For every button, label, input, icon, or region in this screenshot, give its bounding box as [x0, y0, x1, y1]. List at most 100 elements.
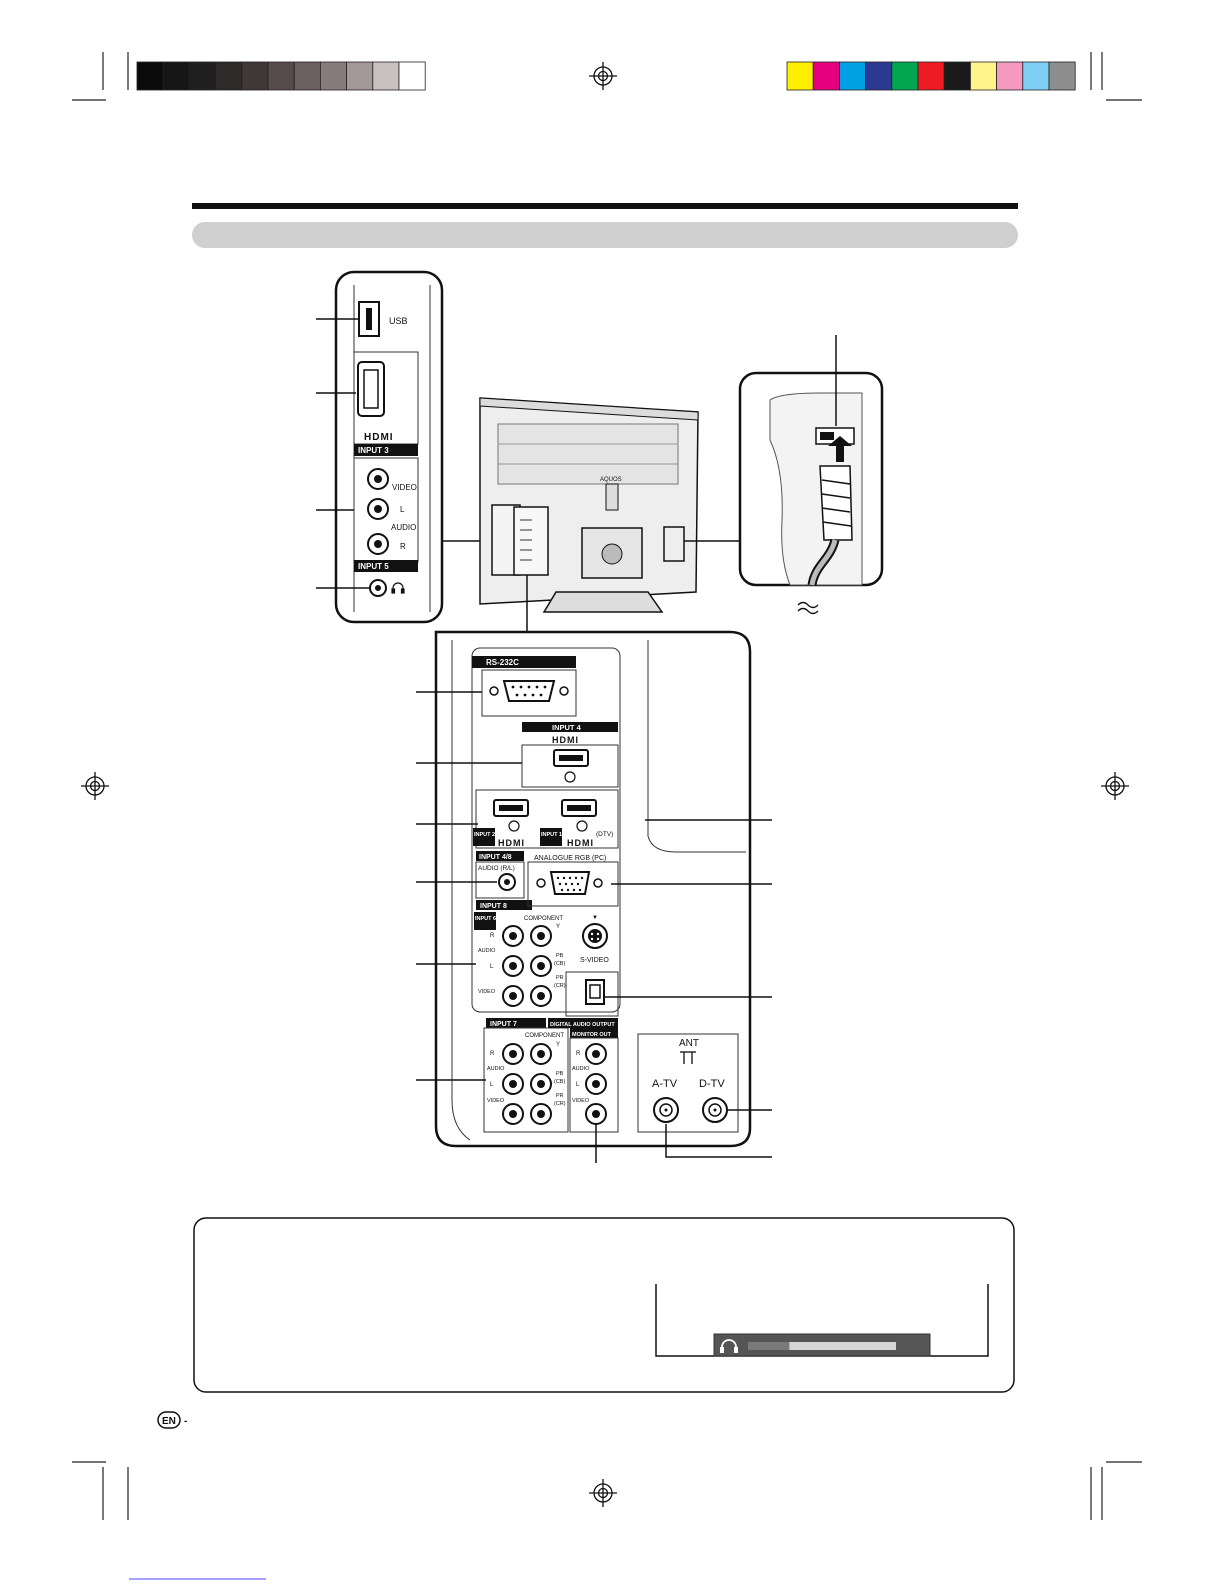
grayscale-swatch — [188, 61, 216, 91]
input7-y-label: Y — [556, 1042, 560, 1048]
color-swatch — [891, 61, 919, 91]
grayscale-swatch — [319, 61, 347, 91]
pc-audio-jack — [498, 873, 516, 891]
monitor-video-label: VIDEO — [572, 1098, 590, 1104]
input7-label: INPUT 7 — [490, 1021, 517, 1028]
volume-osd — [713, 1333, 931, 1357]
page-number-dash: - — [184, 1416, 187, 1427]
language-badge: EN — [157, 1411, 181, 1429]
input3-label: INPUT 3 — [358, 446, 389, 455]
input5-label: INPUT 5 — [358, 562, 389, 571]
input48-label: INPUT 4/8 — [479, 854, 512, 861]
input7-r-label: R — [490, 1051, 495, 1057]
input1-label: INPUT 1 — [541, 832, 562, 838]
input7-audio-r-jack — [502, 1043, 524, 1065]
grayscale-registration-bar — [136, 61, 426, 91]
analogue-rgb-label: ANALOGUE RGB (PC) — [534, 855, 606, 862]
audio-l-label: L — [400, 505, 405, 514]
input6-y-jack — [530, 925, 552, 947]
monitor-l-label: L — [576, 1082, 580, 1088]
monitor-out-label: MONITOR OUT — [572, 1032, 612, 1038]
input6-cb-label: (CB) — [554, 961, 565, 967]
input7-pr-label: PR — [556, 1093, 564, 1099]
headphone-icon — [391, 582, 405, 594]
crop-marks — [72, 52, 1142, 1520]
rear-terminal-panel: RS-232C INPUT 4 HDMI INPUT 2 HDMI INPUT … — [434, 630, 752, 1148]
grayscale-swatch — [136, 61, 164, 91]
tilde-icon — [797, 601, 819, 615]
dtv-antenna-jack — [702, 1097, 728, 1123]
registration-target-icon — [1101, 772, 1129, 800]
input7-pb-jack — [530, 1073, 552, 1095]
input6-audio-r-jack — [502, 925, 524, 947]
audio-label: AUDIO — [391, 523, 416, 532]
headphone-icon — [721, 1339, 737, 1352]
audio-r-label: R — [400, 542, 406, 551]
input6-r-label: R — [490, 933, 495, 939]
antenna-icon — [680, 1051, 696, 1064]
input6-l-label: L — [490, 964, 494, 970]
hdmi3-logo: HDMI — [364, 432, 394, 443]
digital-audio-output-label: DIGITAL AUDIO OUTPUT — [550, 1022, 615, 1028]
input7-cr-label: (CR) — [554, 1101, 566, 1107]
section-banner — [192, 222, 1018, 248]
grayscale-swatch — [398, 61, 426, 91]
language-badge-text: EN — [162, 1416, 176, 1427]
registration-target-icon — [589, 62, 617, 90]
audio-r-jack — [367, 533, 389, 555]
input6-pr-label: PR — [556, 975, 564, 981]
color-swatch — [917, 61, 945, 91]
input6-y-label: Y — [556, 924, 560, 930]
registration-target-icon — [589, 1479, 617, 1507]
video-jack — [367, 468, 389, 490]
input7-component-label: COMPONENT — [525, 1033, 564, 1039]
monitor-audio-l-jack — [585, 1073, 607, 1095]
color-registration-bar — [786, 61, 1076, 91]
input7-pr-jack — [530, 1103, 552, 1125]
volume-bar-track — [748, 1342, 896, 1350]
input6-video-jack — [502, 985, 524, 1007]
monitor-r-label: R — [576, 1051, 581, 1057]
tv-rear-illustration: AQUOS — [479, 397, 699, 613]
color-swatch — [839, 61, 867, 91]
tv-brand-label: AQUOS — [600, 477, 622, 483]
color-swatch — [943, 61, 971, 91]
ac-inlet-detail — [738, 335, 884, 587]
volume-bar-fill — [748, 1342, 790, 1350]
grayscale-swatch — [215, 61, 243, 91]
monitor-audio-label: AUDIO — [572, 1066, 590, 1072]
input6-audio-label: AUDIO — [478, 948, 496, 954]
input1-hdmi-logo: HDMI — [567, 838, 594, 848]
input6-pb-label: PB — [556, 953, 564, 959]
color-swatch — [970, 61, 998, 91]
input6-audio-l-jack — [502, 955, 524, 977]
grayscale-swatch — [241, 61, 269, 91]
input7-pb-label: PB — [556, 1071, 564, 1077]
input4-label: INPUT 4 — [552, 723, 582, 732]
input7-cb-label: (CB) — [554, 1079, 565, 1085]
note-box — [193, 1217, 1015, 1393]
input6-pr-jack — [530, 985, 552, 1007]
input6-label: INPUT 6 — [475, 916, 496, 922]
monitor-audio-r-jack — [585, 1043, 607, 1065]
input7-y-jack — [530, 1043, 552, 1065]
input1-dtv-label: (DTV) — [596, 831, 613, 838]
input7-l-label: L — [490, 1082, 494, 1088]
atv-antenna-jack — [653, 1097, 679, 1123]
rear-panel-callouts — [416, 691, 772, 1163]
input6-component-label: COMPONENT — [524, 916, 563, 922]
grayscale-swatch — [346, 61, 374, 91]
audio-l-jack — [367, 498, 389, 520]
rs232c-label: RS-232C — [486, 658, 519, 667]
input4-hdmi-logo: HDMI — [552, 735, 579, 745]
input8-label: INPUT 8 — [480, 903, 507, 910]
color-swatch — [865, 61, 893, 91]
ant-label: ANT — [679, 1038, 699, 1049]
input2-label: INPUT 2 — [474, 832, 495, 838]
color-swatch — [812, 61, 840, 91]
input6-video-label: VIDEO — [478, 989, 496, 995]
side-terminal-panel: USB HDMI INPUT 3 VIDEO L AUDIO R INPUT 5 — [334, 270, 444, 624]
input7-audio-label: AUDIO — [487, 1066, 505, 1072]
svideo-port — [582, 923, 608, 949]
input7-audio-l-jack — [502, 1073, 524, 1095]
